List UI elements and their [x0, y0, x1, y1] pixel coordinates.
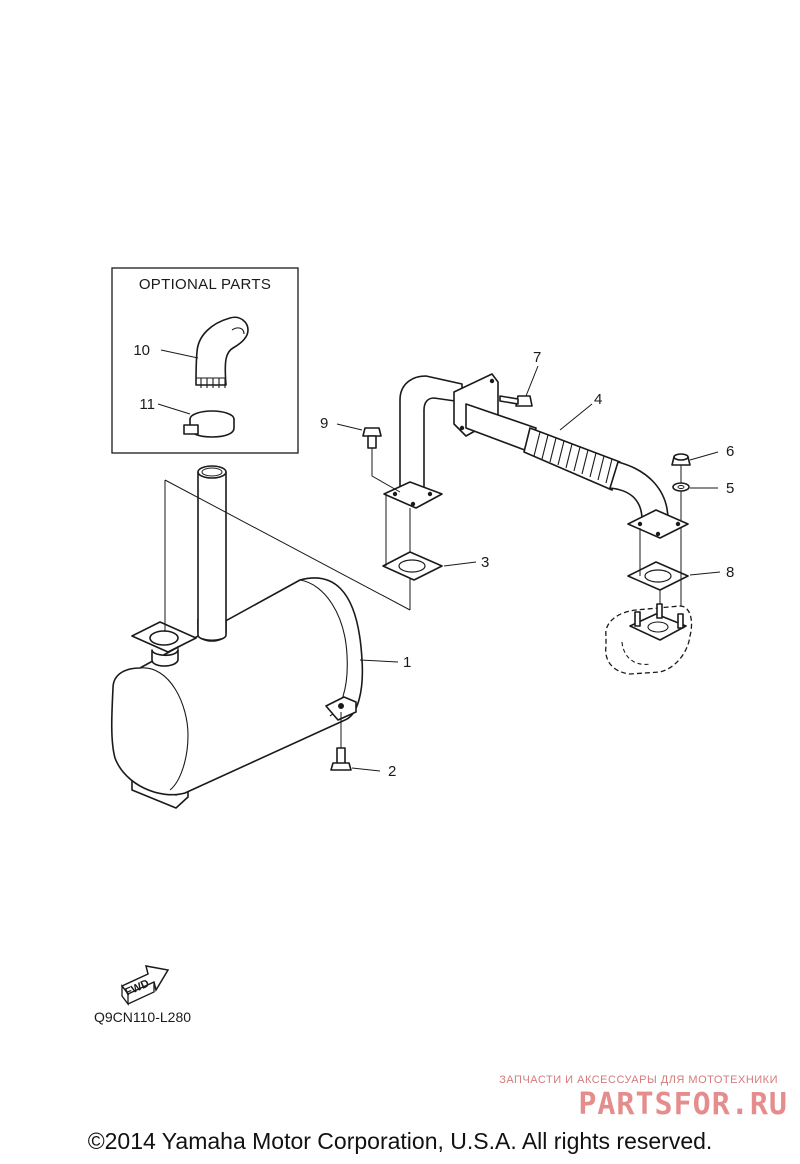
callout-6: 6 [726, 443, 734, 460]
callout-10: 10 [133, 342, 150, 359]
diagram-code: Q9CN110-L280 [94, 1009, 191, 1025]
optional-parts-title: OPTIONAL PARTS [139, 276, 271, 293]
nut-6-drawing [671, 453, 691, 466]
gasket-3-drawing [382, 551, 443, 581]
watermark-tagline: ЗАПЧАСТИ И АКСЕССУАРЫ ДЛЯ МОТОТЕХНИКИ [499, 1074, 778, 1086]
callout-7: 7 [533, 349, 541, 366]
washer-5-drawing [672, 482, 690, 492]
copyright-notice: ©2014 Yamaha Motor Corporation, U.S.A. A… [87, 1128, 713, 1154]
tail-pipe-drawing [195, 316, 249, 388]
callout-8: 8 [726, 564, 734, 581]
watermark-logo: PARTSFOR.RU [578, 1087, 788, 1122]
fwd-arrow-icon: FWD [120, 965, 170, 1006]
bolt-9-drawing [362, 427, 382, 449]
callout-2: 2 [388, 763, 396, 780]
watermark: ЗАПЧАСТИ И АКСЕССУАРЫ ДЛЯ МОТОТЕХНИКИ PA… [499, 1074, 788, 1122]
gasket-8-drawing [627, 561, 689, 591]
bolt-2-drawing [330, 712, 352, 771]
callout-3: 3 [481, 554, 489, 571]
callout-1: 1 [403, 654, 411, 671]
optional-parts-box: OPTIONAL PARTS 10 11 [111, 267, 299, 454]
callout-11: 11 [139, 396, 155, 413]
muffler-drawing [110, 577, 364, 809]
manifold-drawing [605, 603, 693, 675]
exhaust-pipe-drawing [383, 373, 689, 539]
clamp-drawing [183, 410, 235, 438]
tail-pipe-installed [197, 465, 227, 642]
callout-9: 9 [320, 415, 328, 432]
bolt-7-drawing [499, 395, 533, 407]
callout-5: 5 [726, 480, 734, 497]
callout-4: 4 [594, 391, 602, 408]
